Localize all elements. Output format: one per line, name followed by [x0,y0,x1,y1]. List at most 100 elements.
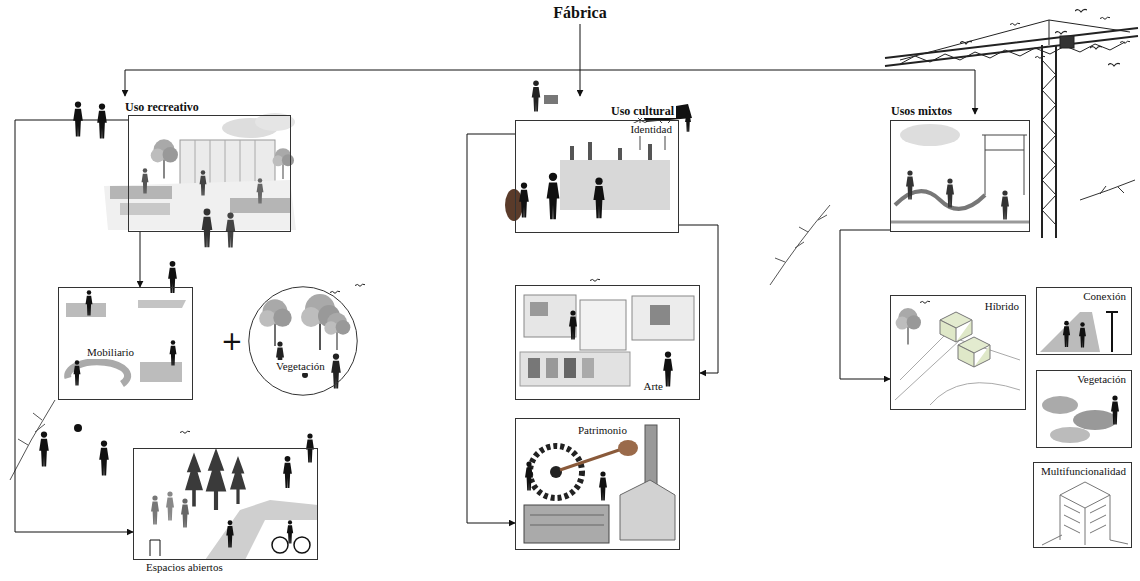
person [1063,321,1070,347]
tree [185,453,203,507]
plaza [104,180,296,230]
box-label: Vegetación [274,360,327,373]
crane [885,20,1138,238]
bench [138,300,186,308]
path [1040,312,1100,352]
branch-sprig [1080,180,1135,200]
circle-node: Vegetación [248,286,358,396]
branch-line [125,70,975,71]
panel [580,300,626,350]
diagram-title: Fábrica [551,3,608,22]
panel [632,296,694,340]
musician [519,182,529,217]
tree [259,299,292,346]
image-box: Vegetación [1036,370,1132,448]
gear [530,446,582,498]
person [99,440,109,475]
barrel [618,440,638,456]
person [97,103,107,138]
box-label: Arte [641,380,665,393]
box-label: Conexión [1081,290,1128,303]
visitor [569,310,577,339]
box-heading: Usos mixtos [889,104,954,118]
crane-cab [1060,36,1074,48]
open-space-scene [10,400,318,560]
ground [890,221,1030,224]
vegetation-sketch [1042,395,1119,443]
person [39,431,49,466]
image-box: Uso culturalIdentidad [515,120,679,233]
block [958,345,990,367]
person [170,340,177,365]
bench [110,186,172,199]
tree [896,308,921,344]
hybrid-sketch [895,308,1020,405]
panel [524,295,576,337]
recreation-scene [73,101,296,247]
lamp-post [1106,312,1118,352]
person [74,360,81,385]
bird [1010,23,1020,25]
mixed-use-scene [770,124,1135,285]
picture [528,358,540,378]
tree [206,448,227,510]
image-box: Conexión [1036,287,1132,355]
bird [180,431,190,433]
bird [355,284,365,286]
vegetation-scene [259,294,350,388]
bench [230,198,290,213]
person [142,168,149,193]
crane-lattice [1042,60,1056,225]
shrub [1050,427,1090,443]
bicycle-wheel [272,537,288,553]
connector-arrow [840,230,890,379]
person [257,178,264,203]
connector-arrow [467,134,515,523]
shrub [1042,396,1078,414]
box-heading: Uso recreativo [123,100,201,114]
culture-scene [505,80,692,221]
tree [324,313,350,350]
image-box: Multifuncionalidad [1033,462,1132,548]
box-label: Patrimonio [576,424,629,437]
ball [74,424,82,432]
connector-arrow [140,232,141,287]
branch-sprig [770,205,830,285]
bird [1100,17,1110,19]
shrub [1073,410,1117,430]
cloud [900,124,960,146]
crane-jib [885,28,1138,66]
tree [230,456,246,504]
circle-shape [249,287,357,395]
book [544,95,558,104]
box-label: Vegetación [1075,373,1128,386]
ruin-column [572,142,650,160]
bird [1075,9,1087,12]
chimney [645,425,657,485]
image-box: Mobiliario [58,287,193,400]
person [168,261,177,293]
building-floors [1064,505,1106,533]
child [226,212,236,247]
building-outline [1060,482,1110,545]
person [181,498,189,527]
silo [620,480,675,540]
box-label: Espacios abiertos [144,561,225,574]
cello [505,189,523,221]
seat-block [140,362,182,382]
heritage-scene [524,425,675,543]
bird [590,279,600,281]
person [331,353,341,388]
pianist [685,110,691,131]
panel [520,352,630,386]
cyclist [287,520,293,543]
person [525,461,533,490]
child [906,170,914,199]
box-label: Multifuncionalidad [1039,465,1128,478]
machine [524,505,609,543]
tree [151,139,178,178]
person [599,471,607,500]
